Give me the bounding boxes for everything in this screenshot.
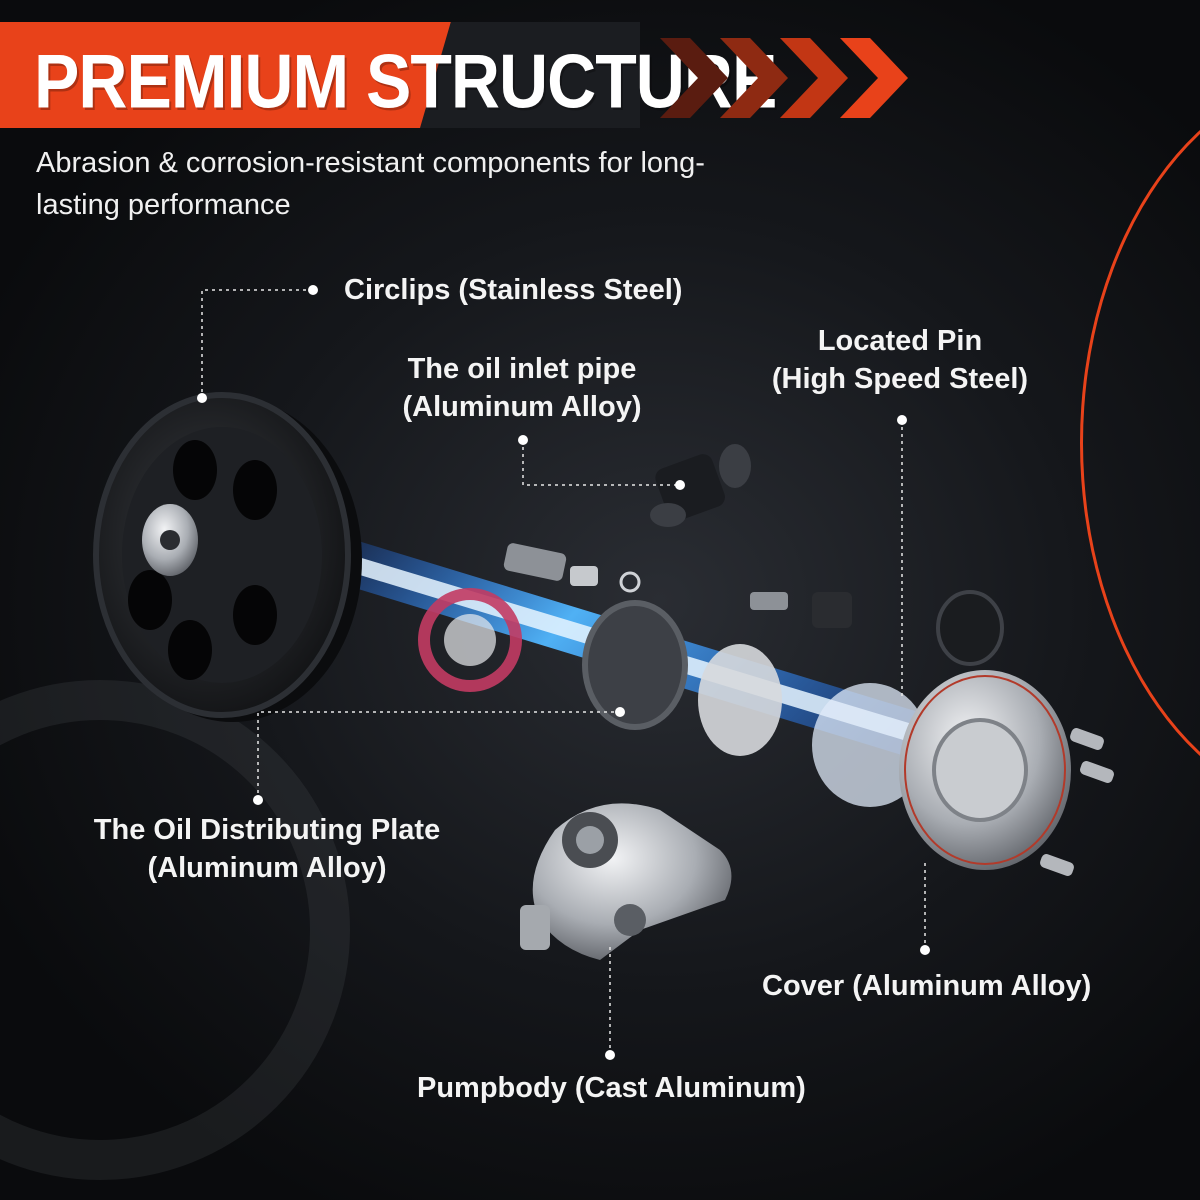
label-located-pin-line1: Located Pin	[817, 325, 983, 357]
pump-body-image	[520, 803, 732, 960]
label-oil-distributing-plate-line1: The Oil Distributing Plate	[93, 814, 441, 846]
inlet-pipe-image	[650, 444, 751, 527]
pulley-image	[93, 392, 362, 722]
label-circlips: Circlips (Stainless Steel)	[344, 274, 683, 306]
spring-part	[503, 543, 598, 586]
label-located-pin: Located Pin (High Speed Steel)	[750, 322, 1050, 398]
title-banner-dark	[420, 22, 640, 128]
label-oil-inlet-pipe: The oil inlet pipe (Aluminum Alloy)	[372, 350, 672, 426]
label-cover: Cover (Aluminum Alloy)	[762, 970, 1092, 1002]
label-oil-distributing-plate-line2: (Aluminum Alloy)	[147, 852, 387, 884]
label-located-pin-line2: (High Speed Steel)	[771, 363, 1029, 395]
chevron-right-icon	[660, 38, 908, 118]
page-title: PREMIUM STRUCTURE	[34, 39, 777, 125]
subtitle: Abrasion & corrosion-resistant component…	[36, 147, 705, 221]
label-oil-distributing-plate: The Oil Distributing Plate (Aluminum All…	[62, 811, 472, 887]
label-pumpbody: Pumpbody (Cast Aluminum)	[417, 1072, 806, 1104]
cover-image	[899, 670, 1114, 876]
label-oil-inlet-pipe-line2: (Aluminum Alloy)	[402, 391, 642, 423]
title-banner	[0, 22, 490, 128]
label-oil-inlet-pipe-line1: The oil inlet pipe	[407, 353, 637, 385]
